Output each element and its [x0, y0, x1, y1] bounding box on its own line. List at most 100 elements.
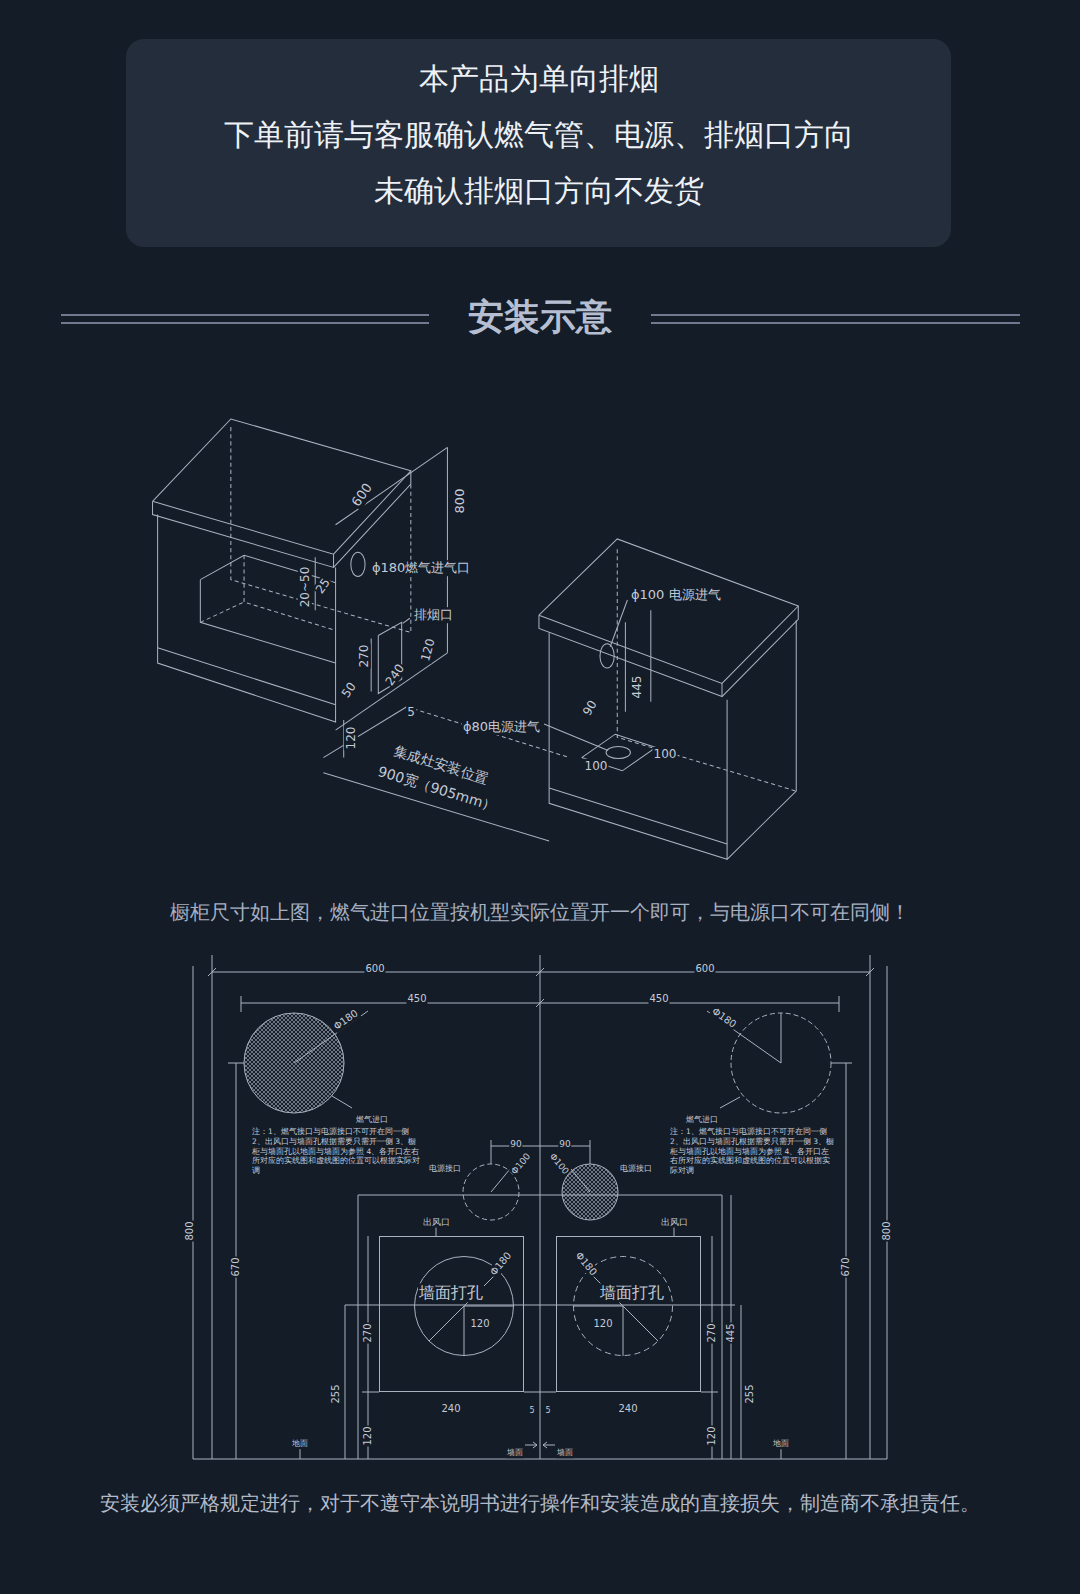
dimension-number: 120	[592, 1318, 613, 1330]
dimension-number: 90	[579, 697, 600, 719]
cabinet-line	[625, 622, 626, 711]
dimension-number: 50	[338, 679, 360, 701]
dimension-line	[573, 1306, 623, 1307]
dimension-number: 240	[382, 661, 408, 690]
heading-rule	[61, 314, 429, 316]
note-text: 注：1、燃气接口与电源接口不可开在同一侧 2、出风口与墙面孔根据需要只需开一侧 …	[669, 1127, 836, 1176]
dimension-number: 270	[362, 1322, 374, 1343]
dimension-number: 120	[362, 1425, 374, 1446]
dimension-line	[536, 999, 544, 1007]
dimension-number: 100	[584, 759, 609, 773]
dimension-number: 800	[184, 1220, 196, 1241]
hidden-line	[617, 549, 796, 791]
notice-line: 未确认排烟口方向不发货	[126, 163, 951, 219]
dimension-number: 120	[469, 1318, 490, 1330]
dimension-line	[722, 1195, 723, 1459]
dimension-number: 600	[364, 963, 385, 975]
dimension-number: Φ180	[572, 1249, 600, 1279]
cabinet-isometric	[153, 419, 799, 859]
part-label: 燃气进口	[685, 1115, 719, 1125]
reference-label: 墙面	[506, 1448, 524, 1458]
cabinet-line	[334, 471, 411, 568]
part-label: ϕ180燃气进气口	[371, 560, 471, 576]
dimension-number: 450	[648, 993, 669, 1005]
footer-note: 安装必须严格规定进行，对于不遵守本说明书进行操作和安装造成的直接损失，制造商不承…	[99, 1491, 981, 1515]
section-heading: 安装示意	[464, 295, 616, 338]
dimension-number: 800	[881, 1220, 893, 1241]
dimension-number: Φ180	[487, 1249, 515, 1279]
dimension-number: 100	[653, 747, 678, 761]
dimension-number: Φ180	[709, 1005, 740, 1031]
dimension-line	[741, 1305, 742, 1459]
dimension-number: 670	[840, 1256, 852, 1277]
cabinet-line	[158, 515, 336, 722]
opening-circle	[244, 1013, 344, 1113]
dimension-number: 450	[406, 993, 427, 1005]
pipe-opening	[351, 552, 365, 576]
dimension-number: Φ180	[331, 1007, 362, 1033]
heading-rule	[651, 322, 1020, 324]
cabinet-line	[336, 447, 448, 524]
notice-line: 下单前请与客服确认燃气管、电源、排烟口方向	[126, 107, 951, 163]
dimension-number: 800	[452, 488, 468, 515]
dimension-line	[464, 1306, 465, 1356]
dimension-number: 670	[230, 1256, 242, 1277]
dimension-number: 600	[694, 963, 715, 975]
dimension-number: 255	[744, 1383, 756, 1404]
pipe-opening	[606, 746, 630, 758]
dimension-line	[533, 1442, 537, 1448]
part-label: ϕ80电源进气	[462, 719, 541, 735]
dimension-line	[540, 955, 541, 1459]
hidden-line	[407, 707, 570, 758]
dimension-number: 90	[509, 1139, 522, 1150]
hidden-line	[200, 602, 244, 622]
cabinet-line	[403, 618, 410, 623]
reference-label: 墙面	[556, 1448, 574, 1458]
hidden-line	[231, 427, 411, 632]
dimension-number: 445	[725, 1322, 737, 1343]
dimension-line	[193, 966, 194, 1459]
dimension-line	[887, 966, 888, 1459]
dimension-line	[358, 1195, 722, 1196]
dimension-line	[491, 1140, 492, 1164]
dimension-number: 120	[706, 1425, 718, 1446]
outlet-box: 出风口Φ180墙面打孔120	[379, 1236, 524, 1392]
dimension-line	[720, 1097, 740, 1108]
cabinet-line	[153, 501, 334, 567]
dimension-line	[623, 1306, 624, 1356]
cabinet-line	[158, 648, 336, 705]
dimension-number: Φ100	[508, 1150, 533, 1177]
heading-rule	[61, 322, 429, 324]
dimension-number: 445	[630, 675, 644, 700]
dimension-number: 120	[418, 636, 438, 664]
cabinet-line	[727, 620, 796, 859]
dimension-number: 255	[330, 1383, 342, 1404]
dimension-line	[543, 1445, 555, 1446]
outlet-label: 出风口	[422, 1217, 451, 1228]
dimension-line	[543, 1442, 547, 1448]
dimension-line	[362, 1392, 379, 1393]
cabinet-line	[549, 633, 727, 860]
dimension-number: 270	[706, 1322, 718, 1343]
hole-label: 墙面打孔	[599, 1283, 665, 1302]
dimension-number: 90	[558, 1139, 571, 1150]
outlet-label: 出风口	[660, 1217, 689, 1228]
dimension-line	[839, 996, 840, 1012]
dimension-line	[536, 968, 544, 976]
dimension-line	[525, 1445, 537, 1446]
dimension-line	[193, 1459, 887, 1460]
dimension-line	[781, 1013, 782, 1063]
wall-hole-circle: Φ180墙面打孔120	[414, 1256, 514, 1356]
dimension-line	[491, 1169, 510, 1192]
cabinet-line	[153, 419, 411, 554]
dimension-line	[345, 1305, 735, 1306]
cabinet-line	[650, 610, 651, 702]
reference-label: 地面	[772, 1439, 790, 1449]
dimension-number: Φ100	[546, 1150, 571, 1177]
wall-elevation	[193, 955, 887, 1459]
dimension-number: 20~50	[298, 566, 312, 609]
opening-circle	[731, 1013, 831, 1113]
heading-rule	[651, 314, 1020, 316]
dimension-line	[368, 1236, 369, 1392]
dimension-line	[464, 1306, 514, 1307]
